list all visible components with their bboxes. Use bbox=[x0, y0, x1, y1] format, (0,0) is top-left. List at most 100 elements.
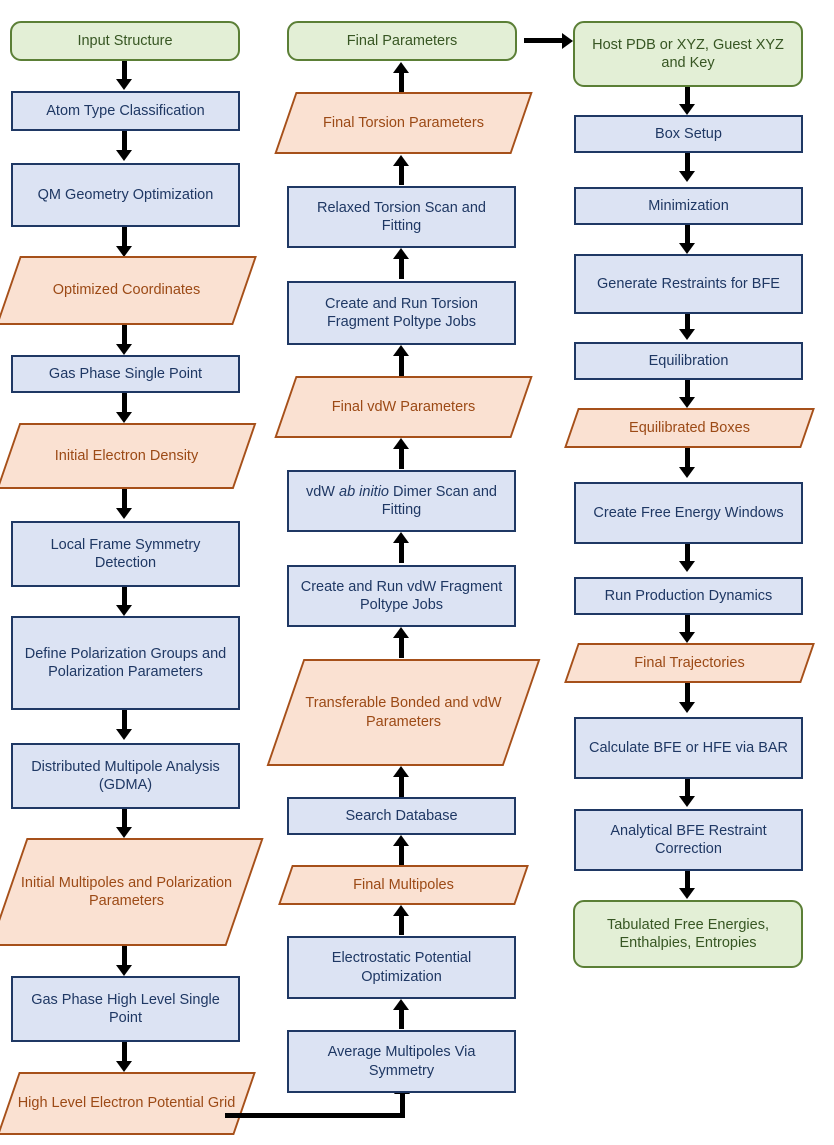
connector-line bbox=[685, 153, 690, 174]
connector-line bbox=[685, 314, 690, 330]
arrow-down-icon bbox=[679, 467, 695, 478]
node-equilibration[interactable]: Equilibration bbox=[574, 342, 803, 380]
connector-line bbox=[685, 448, 690, 470]
crosslink-potential-grid-to-average-multipoles bbox=[225, 1113, 405, 1118]
arrow-down-icon bbox=[679, 796, 695, 807]
node-create-run-torsion-fragment-jobs[interactable]: Create and Run Torsion Fragment Poltype … bbox=[287, 281, 516, 345]
node-box-setup[interactable]: Box Setup bbox=[574, 115, 803, 153]
arrow-down-icon bbox=[679, 104, 695, 115]
connector-line bbox=[399, 845, 404, 865]
node-label: Local Frame Symmetry Detection bbox=[50, 536, 201, 571]
connector-line bbox=[685, 225, 690, 246]
arrow-up-icon bbox=[393, 835, 409, 846]
connector-line bbox=[399, 637, 404, 658]
connector-line bbox=[122, 61, 127, 82]
node-tabulated-free-energies[interactable]: Tabulated Free Energies, Enthalpies, Ent… bbox=[573, 900, 803, 968]
node-analytical-bfe-restraint-correction[interactable]: Analytical BFE Restraint Correction bbox=[574, 809, 803, 871]
crosslink-final-parameters-to-host-inputs bbox=[524, 38, 564, 43]
arrow-down-icon bbox=[116, 344, 132, 355]
node-label: Final Multipoles bbox=[353, 876, 454, 893]
node-relaxed-torsion-scan-and-fitting[interactable]: Relaxed Torsion Scan and Fitting bbox=[287, 186, 516, 248]
node-label: Search Database bbox=[345, 807, 458, 824]
node-label: Minimization bbox=[648, 197, 729, 214]
arrow-up-icon bbox=[393, 155, 409, 166]
node-final-multipoles[interactable]: Final Multipoles bbox=[278, 865, 529, 905]
node-electrostatic-potential-optimization[interactable]: Electrostatic Potential Optimization bbox=[287, 936, 516, 999]
italic-term: ab initio bbox=[339, 483, 389, 500]
connector-line bbox=[399, 355, 404, 376]
node-label: Transferable Bonded and vdW Parameters bbox=[305, 695, 502, 730]
connector-line bbox=[122, 587, 127, 608]
node-local-frame-symmetry-detection[interactable]: Local Frame Symmetry Detection bbox=[11, 521, 240, 587]
arrow-down-icon bbox=[679, 632, 695, 643]
node-label: Run Production Dynamics bbox=[604, 587, 773, 604]
node-create-free-energy-windows[interactable]: Create Free Energy Windows bbox=[574, 482, 803, 544]
node-initial-electron-density[interactable]: Initial Electron Density bbox=[0, 423, 257, 489]
node-generate-restraints-for-bfe[interactable]: Generate Restraints for BFE bbox=[574, 254, 803, 314]
node-gas-phase-single-point[interactable]: Gas Phase Single Point bbox=[11, 355, 240, 393]
node-label: Distributed Multipole Analysis (GDMA) bbox=[31, 758, 220, 793]
node-label: Equilibration bbox=[648, 352, 729, 369]
node-optimized-coordinates[interactable]: Optimized Coordinates bbox=[0, 256, 257, 325]
connector-line bbox=[122, 393, 127, 415]
node-atom-type-classification[interactable]: Atom Type Classification bbox=[11, 91, 240, 131]
node-final-torsion-parameters[interactable]: Final Torsion Parameters bbox=[274, 92, 533, 154]
node-label: Define Polarization Groups and Polarizat… bbox=[24, 645, 227, 680]
node-high-level-electron-potential-grid[interactable]: High Level Electron Potential Grid bbox=[0, 1072, 256, 1135]
arrow-down-icon bbox=[679, 397, 695, 408]
node-label: Initial Electron Density bbox=[54, 447, 199, 464]
node-label: vdW ab initio Dimer Scan and Fitting bbox=[305, 483, 497, 518]
node-equilibrated-boxes[interactable]: Equilibrated Boxes bbox=[564, 408, 815, 448]
arrow-down-icon bbox=[116, 965, 132, 976]
node-average-multipoles-via-symmetry[interactable]: Average Multipoles Via Symmetry bbox=[287, 1030, 516, 1093]
connector-line bbox=[399, 776, 404, 797]
node-label: Initial Multipoles and Polarization Para… bbox=[20, 874, 233, 909]
node-transferable-bonded-vdw-parameters[interactable]: Transferable Bonded and vdW Parameters bbox=[266, 659, 541, 766]
node-final-trajectories[interactable]: Final Trajectories bbox=[564, 643, 815, 683]
node-host-pdb-guest-xyz-key[interactable]: Host PDB or XYZ, Guest XYZ and Key bbox=[573, 21, 803, 87]
connector-line bbox=[122, 946, 127, 968]
node-create-run-vdw-fragment-jobs[interactable]: Create and Run vdW Fragment Poltype Jobs bbox=[287, 565, 516, 627]
node-minimization[interactable]: Minimization bbox=[574, 187, 803, 225]
node-label: Final Trajectories bbox=[634, 654, 745, 671]
arrow-right-icon bbox=[562, 33, 573, 49]
node-initial-multipoles[interactable]: Initial Multipoles and Polarization Para… bbox=[0, 838, 264, 946]
arrow-down-icon bbox=[679, 702, 695, 713]
node-distributed-multipole-analysis[interactable]: Distributed Multipole Analysis (GDMA) bbox=[11, 743, 240, 809]
arrow-down-icon bbox=[116, 827, 132, 838]
node-final-vdw-parameters[interactable]: Final vdW Parameters bbox=[274, 376, 533, 438]
node-input-structure[interactable]: Input Structure bbox=[10, 21, 240, 61]
connector-line bbox=[122, 710, 127, 732]
arrow-down-icon bbox=[116, 1061, 132, 1072]
node-label: Analytical BFE Restraint Correction bbox=[610, 822, 767, 857]
arrow-up-icon bbox=[393, 62, 409, 73]
node-label: Gas Phase Single Point bbox=[48, 365, 203, 382]
connector-line bbox=[122, 325, 127, 347]
arrow-down-icon bbox=[116, 150, 132, 161]
node-label: Input Structure bbox=[77, 32, 173, 49]
node-qm-geometry-optimization[interactable]: QM Geometry Optimization bbox=[11, 163, 240, 227]
node-search-database[interactable]: Search Database bbox=[287, 797, 516, 835]
connector-line bbox=[122, 489, 127, 511]
connector-line bbox=[399, 165, 404, 185]
node-run-production-dynamics[interactable]: Run Production Dynamics bbox=[574, 577, 803, 615]
connector-line bbox=[399, 542, 404, 563]
node-label: Generate Restraints for BFE bbox=[597, 275, 780, 292]
arrow-up-icon bbox=[393, 905, 409, 916]
node-calculate-bfe-or-hfe-via-bar[interactable]: Calculate BFE or HFE via BAR bbox=[574, 717, 803, 779]
node-label: Create Free Energy Windows bbox=[593, 504, 784, 521]
connector-line bbox=[685, 615, 690, 635]
node-define-polarization-groups[interactable]: Define Polarization Groups and Polarizat… bbox=[11, 616, 240, 710]
node-vdw-ab-initio-dimer-scan[interactable]: vdW ab initio Dimer Scan and Fitting bbox=[287, 470, 516, 532]
node-gas-phase-high-level-single-point[interactable]: Gas Phase High Level Single Point bbox=[11, 976, 240, 1042]
connector-line bbox=[122, 131, 127, 153]
arrow-up-icon bbox=[393, 248, 409, 259]
connector-line bbox=[399, 448, 404, 469]
connector-line bbox=[122, 227, 127, 249]
connector-line bbox=[685, 380, 690, 400]
connector-line bbox=[399, 915, 404, 935]
arrow-up-icon bbox=[393, 766, 409, 777]
node-final-parameters[interactable]: Final Parameters bbox=[287, 21, 517, 61]
arrow-up-icon bbox=[393, 627, 409, 638]
